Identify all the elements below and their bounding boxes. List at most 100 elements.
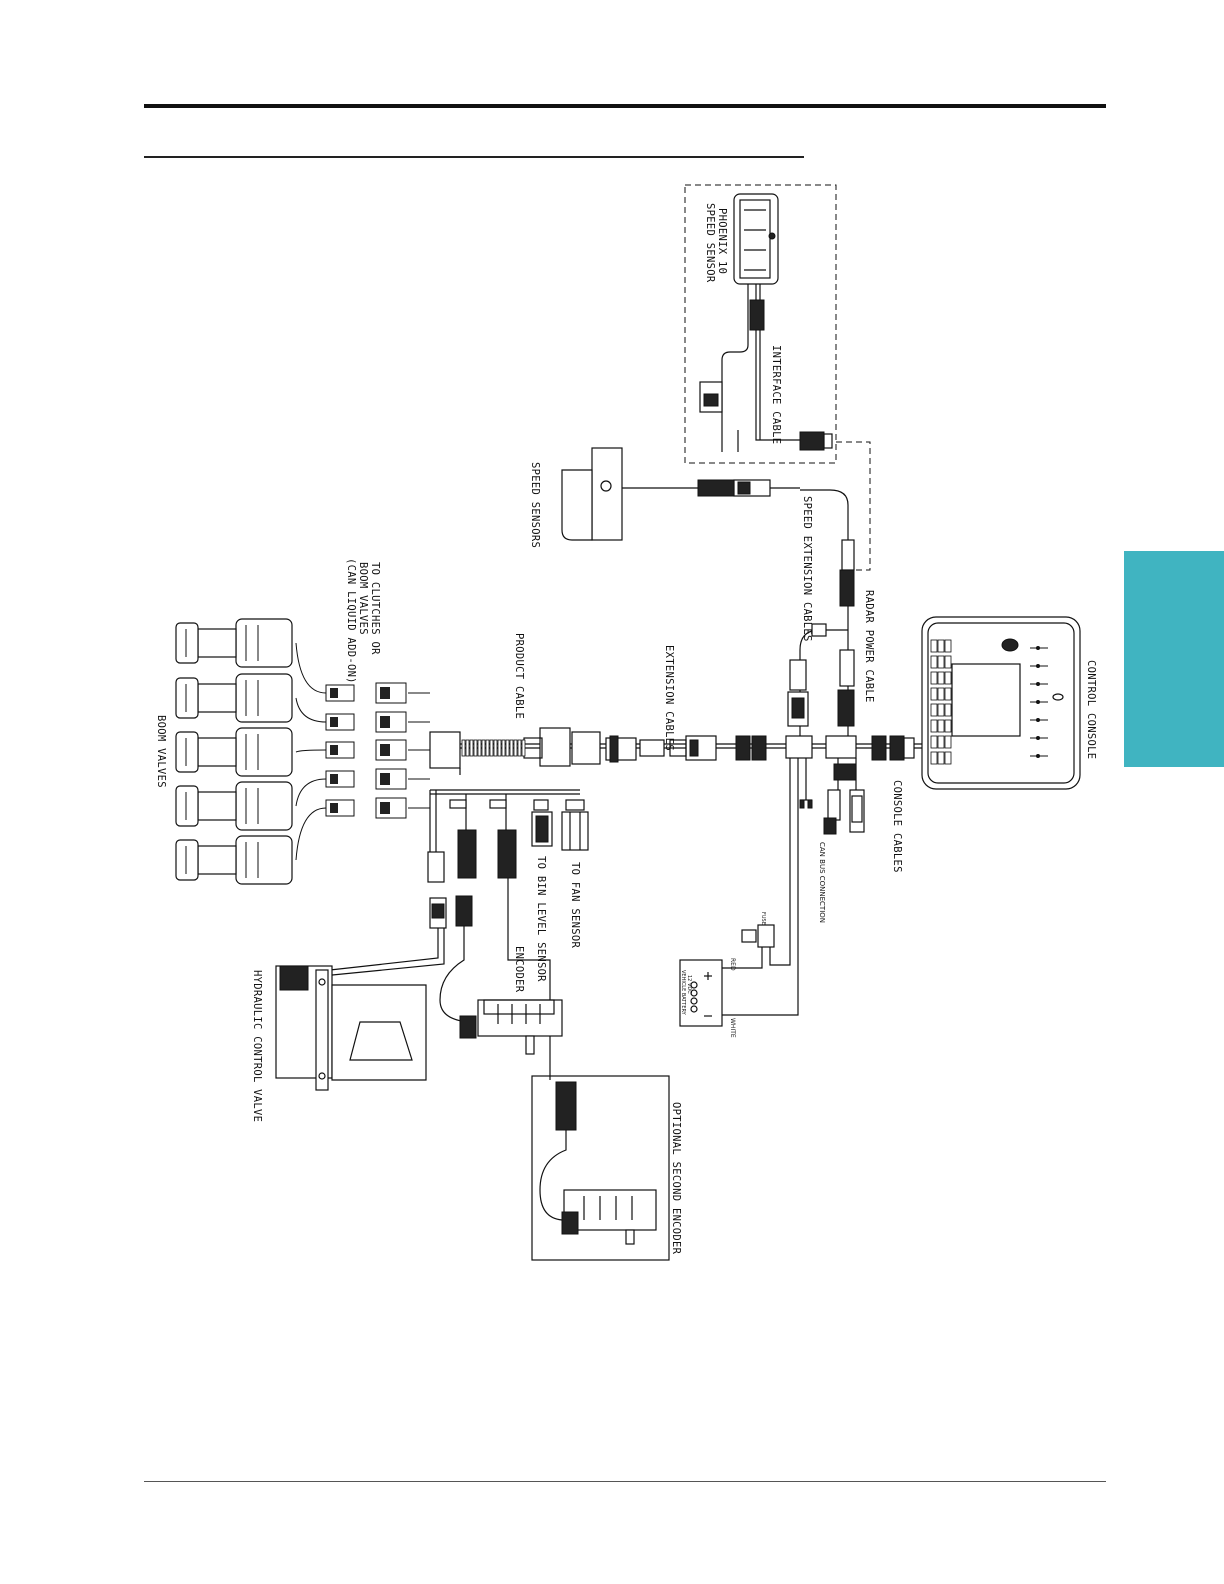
subheader-rule — [144, 156, 804, 158]
fuse-label: FUSE — [760, 912, 766, 925]
conduit-rib — [505, 739, 510, 757]
connector-pin — [380, 716, 390, 728]
hydraulic-control-valve — [275, 965, 427, 1091]
optional-encoder-label: OPTIONAL SECOND ENCODER — [670, 1102, 682, 1255]
console-switch-knob — [1036, 700, 1040, 704]
console-switch-knob — [1036, 664, 1040, 668]
speed-sensors — [561, 447, 800, 541]
console-key — [944, 671, 952, 685]
section-tab[interactable] — [1124, 551, 1224, 767]
connector-mate-pin — [330, 774, 338, 784]
speed-sensors-label: SPEED SENSORS — [529, 462, 541, 548]
valve-body — [197, 683, 237, 713]
valve-actuator — [235, 673, 293, 723]
valve-actuator — [235, 618, 293, 668]
valve-port — [175, 677, 199, 719]
console-key — [930, 703, 938, 717]
connector-pin — [380, 744, 390, 756]
connector-mate-pin — [330, 717, 338, 727]
console-switch-knob — [1036, 646, 1040, 650]
console-key — [937, 703, 945, 717]
conduit-rib — [473, 739, 478, 757]
phoenix-label-2: SPEED SENSOR — [704, 203, 716, 283]
console-key — [944, 639, 952, 653]
boom-valve-connectors — [325, 682, 430, 819]
main-harness — [429, 727, 922, 775]
connector-pin — [380, 802, 390, 814]
boom-valves — [175, 618, 327, 885]
fan-sensor-label: TO FAN SENSOR — [569, 862, 581, 948]
conduit-rib — [493, 739, 498, 757]
console-key — [930, 655, 938, 669]
power-cable — [706, 758, 799, 1016]
console-key — [944, 655, 952, 669]
control-console-label: CONTROL CONSOLE — [1085, 660, 1097, 759]
console-key — [930, 639, 938, 653]
console-key — [930, 735, 938, 749]
conduit-rib — [469, 739, 474, 757]
console-switch-knob — [1036, 682, 1040, 686]
conduit-rib — [477, 739, 482, 757]
conduit-rib — [489, 739, 494, 757]
conduit-rib — [485, 739, 490, 757]
console-cables — [799, 758, 865, 835]
valve-lead — [295, 807, 327, 861]
valve-body — [197, 737, 237, 767]
conduit-rib — [481, 739, 486, 757]
conduit-rib — [513, 739, 518, 757]
console-key — [937, 719, 945, 733]
battery-label-2: 12 VDC — [686, 975, 692, 994]
speed-extension-cables — [787, 623, 848, 736]
hydraulic-valve-label: HYDRAULIC CONTROL VALVE — [251, 970, 263, 1122]
valve-port — [175, 839, 199, 881]
connector-mate-pin — [330, 745, 338, 755]
console-key — [930, 719, 938, 733]
console-switch-knob — [1036, 736, 1040, 740]
console-key — [930, 751, 938, 765]
conduit-rib — [497, 739, 502, 757]
valve-actuator — [235, 835, 293, 885]
console-key — [930, 687, 938, 701]
radar-power-label: RADAR POWER CABLE — [863, 590, 875, 703]
console-key — [944, 703, 952, 717]
clutches-label-2: BOOM VALVES — [357, 562, 369, 635]
console-key — [937, 735, 945, 749]
console-key — [944, 751, 952, 765]
console-switch-knob — [1036, 718, 1040, 722]
console-key — [937, 687, 945, 701]
speed-extension-label: SPEED EXTENSION CABLES — [801, 496, 813, 642]
optional-encoder-box — [531, 1075, 670, 1261]
valve-lead — [295, 778, 327, 807]
extension-cables-label: EXTENSION CABLES — [663, 645, 675, 751]
connector-pin — [380, 773, 390, 785]
phoenix-label-1: PHOENIX 10 — [716, 208, 728, 274]
battery-label-1: VEHICLE BATTERY — [680, 970, 686, 1016]
vehicle-battery — [679, 959, 723, 1027]
valve-lead — [295, 697, 327, 723]
valve-body — [197, 845, 237, 875]
encoder-label: ENCODER — [513, 946, 525, 993]
conduit-rib — [517, 739, 522, 757]
console-key — [944, 735, 952, 749]
footer-rule — [144, 1481, 1106, 1482]
console-cables-label: CONSOLE CABLES — [891, 780, 903, 873]
valve-actuator — [235, 727, 293, 777]
phoenix-speed-sensor — [733, 193, 779, 285]
header-rule — [144, 104, 1106, 108]
lower-branches — [321, 789, 589, 1080]
valve-port — [175, 622, 199, 664]
conduit-rib — [509, 739, 514, 757]
red-wire-label: RED — [729, 958, 736, 971]
valve-body — [197, 791, 237, 821]
encoder — [459, 999, 563, 1055]
console-key — [937, 655, 945, 669]
interface-cable-box — [684, 184, 837, 464]
valve-port — [175, 785, 199, 827]
console-switch-knob — [1036, 754, 1040, 758]
interface-cable — [699, 280, 833, 452]
valve-body — [197, 628, 237, 658]
control-console — [921, 616, 1081, 790]
console-key — [937, 671, 945, 685]
optional-second-encoder — [539, 1081, 657, 1245]
